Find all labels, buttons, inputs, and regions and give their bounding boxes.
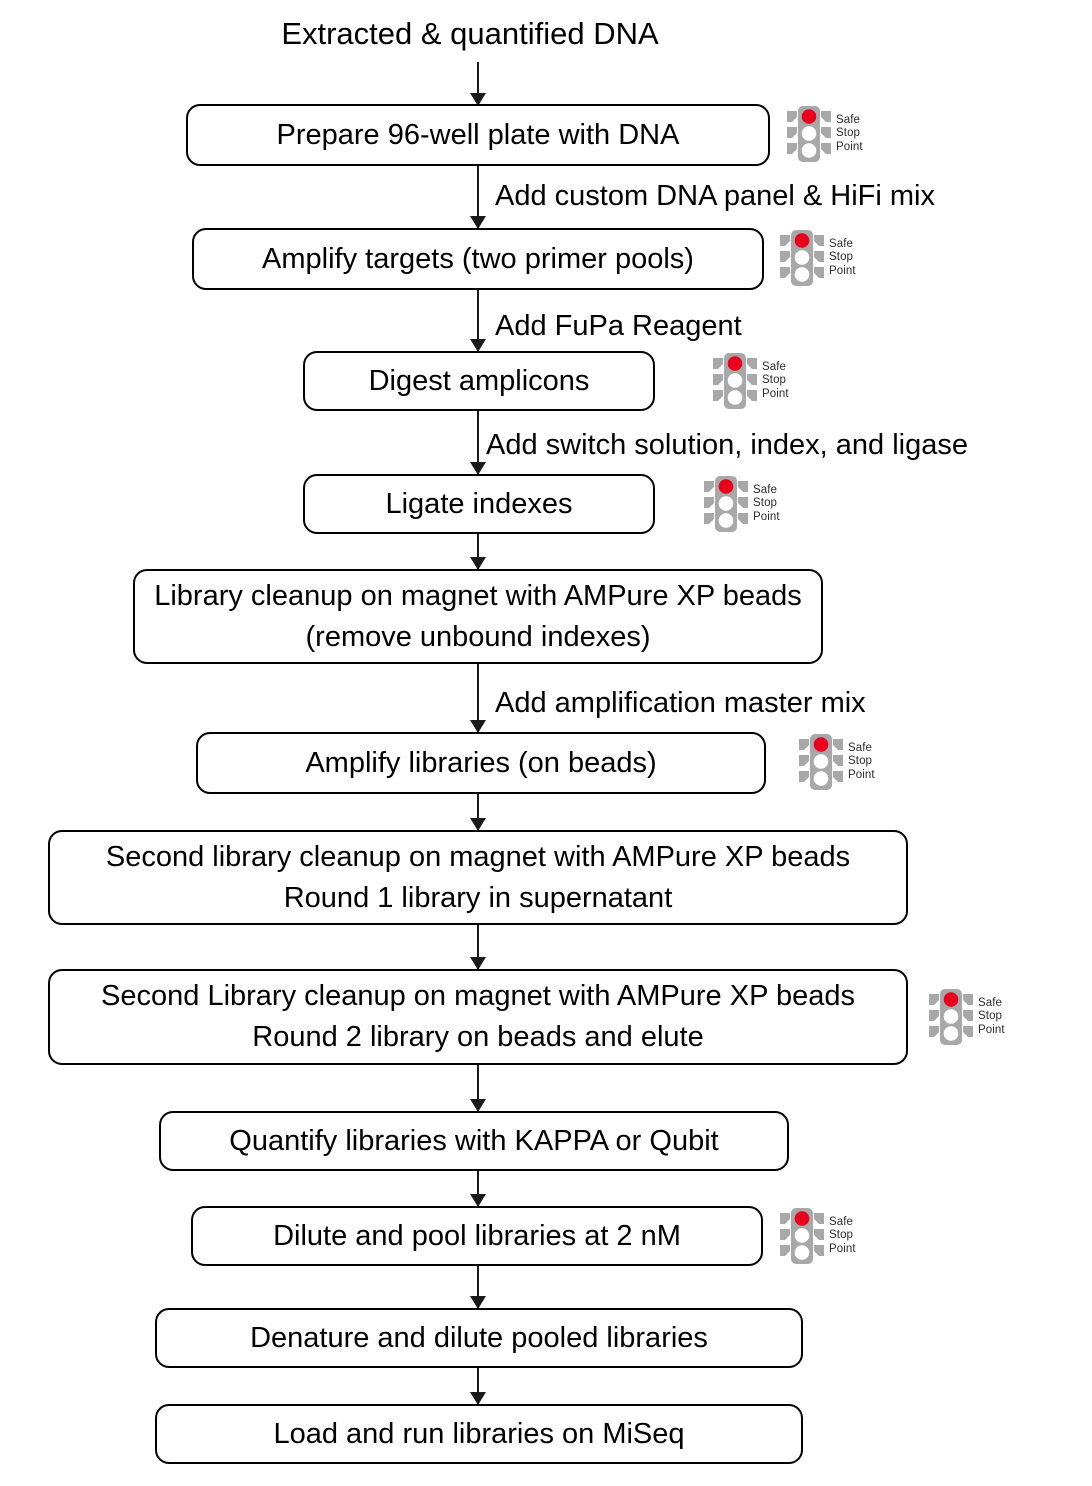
badge-line-1: Safe <box>753 483 778 496</box>
connector-n2-to-n3 <box>477 290 479 351</box>
safe-stop-point-badge-n8: Safe Stop Point <box>928 988 1005 1046</box>
flowchart-start-caption: Extracted & quantified DNA <box>281 16 659 51</box>
edge-label-add-custom-dna-panel: Add custom DNA panel & HiFi mix <box>495 180 935 212</box>
traffic-light-icon <box>799 734 843 790</box>
badge-line-2: Stop <box>836 127 861 140</box>
node-dilute-and-pool-libraries[interactable]: Dilute and pool libraries at 2 nM <box>191 1206 763 1266</box>
safe-stop-point-badge-n2: Safe Stop Point <box>779 229 856 287</box>
badge-line-1: Safe <box>848 741 873 754</box>
badge-line-2: Stop <box>848 755 873 768</box>
traffic-light-icon <box>787 106 831 162</box>
safe-stop-point-label: Safe Stop Point <box>829 238 856 279</box>
safe-stop-point-label: Safe Stop Point <box>762 361 789 402</box>
node-label: Quantify libraries with KAPPA or Qubit <box>229 1124 719 1157</box>
edge-label-add-switch-solution: Add switch solution, index, and ligase <box>486 429 969 461</box>
edge-label-add-fupa-reagent: Add FuPa Reagent <box>495 310 742 342</box>
badge-line-1: Safe <box>978 996 1003 1009</box>
node-label: Ligate indexes <box>385 487 573 520</box>
connector-n9-to-n10 <box>477 1171 479 1206</box>
node-amplify-targets[interactable]: Amplify targets (two primer pools) <box>192 228 764 290</box>
badge-line-1: Safe <box>762 360 787 373</box>
badge-line-2: Stop <box>762 374 787 387</box>
badge-line-3: Point <box>762 387 789 400</box>
safe-stop-point-badge-n3: Safe Stop Point <box>712 352 789 410</box>
safe-stop-point-badge-n6: Safe Stop Point <box>798 733 875 791</box>
badge-line-1: Safe <box>829 1215 854 1228</box>
node-label: Amplify libraries (on beads) <box>305 746 657 779</box>
badge-line-2: Stop <box>829 1229 854 1242</box>
connector-n6-to-n7 <box>477 794 479 830</box>
connector-start-to-n1 <box>477 62 479 105</box>
badge-line-3: Point <box>753 510 780 523</box>
node-label: Denature and dilute pooled libraries <box>250 1321 708 1354</box>
node-label: Second Library cleanup on magnet with AM… <box>101 980 855 1053</box>
node-quantify-libraries[interactable]: Quantify libraries with KAPPA or Qubit <box>159 1111 789 1171</box>
safe-stop-point-badge-n10: Safe Stop Point <box>779 1207 856 1265</box>
safe-stop-point-label: Safe Stop Point <box>848 742 875 783</box>
safe-stop-point-label: Safe Stop Point <box>978 997 1005 1038</box>
badge-line-3: Point <box>836 140 863 153</box>
connector-n5-to-n6 <box>477 664 479 732</box>
badge-line-3: Point <box>829 1242 856 1255</box>
badge-line-2: Stop <box>829 251 854 264</box>
traffic-light-icon <box>713 353 757 409</box>
connector-n1-to-n2 <box>477 166 479 228</box>
node-label: Second library cleanup on magnet with AM… <box>105 840 851 914</box>
connector-n4-to-n5 <box>477 534 479 569</box>
traffic-light-icon <box>929 989 973 1045</box>
connector-n11-to-n12 <box>477 1368 479 1404</box>
safe-stop-point-label: Safe Stop Point <box>753 484 780 525</box>
connector-n8-to-n9 <box>477 1065 479 1111</box>
node-label: Dilute and pool libraries at 2 nM <box>273 1219 681 1252</box>
badge-line-1: Safe <box>829 237 854 250</box>
node-label: Library cleanup on magnet with AMPure XP… <box>154 579 802 653</box>
node-denature-and-dilute[interactable]: Denature and dilute pooled libraries <box>155 1308 803 1368</box>
node-amplify-libraries-on-beads[interactable]: Amplify libraries (on beads) <box>196 732 766 794</box>
badge-line-2: Stop <box>978 1010 1003 1023</box>
node-label: Load and run libraries on MiSeq <box>273 1417 685 1450</box>
traffic-light-icon <box>704 476 748 532</box>
node-library-cleanup-ampure[interactable]: Library cleanup on magnet with AMPure XP… <box>133 569 823 664</box>
node-label: Digest amplicons <box>368 364 590 397</box>
node-prepare-96-well-plate[interactable]: Prepare 96-well plate with DNA <box>186 104 770 166</box>
badge-line-3: Point <box>848 768 875 781</box>
safe-stop-point-label: Safe Stop Point <box>836 114 863 155</box>
traffic-light-icon <box>780 1208 824 1264</box>
connector-n7-to-n8 <box>477 925 479 969</box>
connector-n10-to-n11 <box>477 1266 479 1308</box>
connector-n3-to-n4 <box>477 411 479 474</box>
badge-line-3: Point <box>978 1023 1005 1036</box>
node-second-library-cleanup-round2[interactable]: Second Library cleanup on magnet with AM… <box>48 969 908 1065</box>
node-second-library-cleanup-round1[interactable]: Second library cleanup on magnet with AM… <box>48 830 908 925</box>
traffic-light-icon <box>780 230 824 286</box>
badge-line-1: Safe <box>836 113 861 126</box>
safe-stop-point-badge-n4: Safe Stop Point <box>703 475 780 533</box>
node-ligate-indexes[interactable]: Ligate indexes <box>303 474 655 534</box>
badge-line-3: Point <box>829 264 856 277</box>
node-digest-amplicons[interactable]: Digest amplicons <box>303 351 655 411</box>
badge-line-2: Stop <box>753 497 778 510</box>
node-load-and-run-miseq[interactable]: Load and run libraries on MiSeq <box>155 1404 803 1464</box>
node-label: Prepare 96-well plate with DNA <box>276 118 680 151</box>
edge-label-add-amplification-master-mix: Add amplification master mix <box>495 687 866 719</box>
node-label: Amplify targets (two primer pools) <box>262 242 694 275</box>
safe-stop-point-badge-n1: Safe Stop Point <box>786 105 863 163</box>
safe-stop-point-label: Safe Stop Point <box>829 1216 856 1257</box>
